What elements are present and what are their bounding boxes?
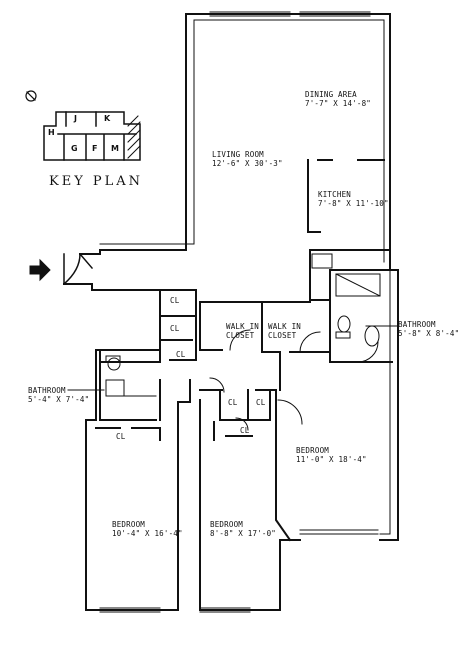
middle-walls [189, 351, 292, 542]
kitchen-walls [307, 159, 385, 233]
room-name: BEDROOM [296, 446, 330, 455]
room-dims: 5'-4" X 7'-4" [28, 395, 90, 404]
key-plan [43, 111, 141, 161]
entry-door [62, 252, 94, 286]
closet-label: CL [170, 296, 180, 305]
closet-label: CL [170, 324, 180, 333]
left-closet-walls [99, 289, 197, 363]
key-plan-hatch [127, 115, 141, 159]
entry-arrow-icon [29, 258, 51, 282]
room-dining-area: DINING AREA 7'-7" X 14'-8" [305, 90, 371, 108]
key-unit-k: K [104, 114, 111, 123]
room-dims: 7'-8" X 11'-10" [318, 199, 389, 208]
room-name: BEDROOM [210, 520, 244, 529]
room-name: WALK IN [268, 322, 302, 331]
compass-icon [25, 90, 37, 102]
closet-label: CL [228, 398, 238, 407]
bath-closet-walls [199, 249, 393, 363]
room-name: DINING AREA [305, 90, 357, 99]
room-dims: 5'-8" X 8'-4" [398, 329, 460, 338]
room-dims: 7'-7" X 14'-8" [305, 99, 372, 108]
room-bedroom-middle: BEDROOM 8'-8" X 17'-0" [210, 520, 276, 538]
key-plan-title: KEY PLAN [49, 174, 144, 189]
door-swings [209, 329, 379, 431]
left-bath-walls [95, 349, 161, 441]
key-unit-j: J [74, 114, 77, 123]
room-bedroom-left: BEDROOM 10'-4" X 16'-4" [112, 520, 183, 538]
room-name: BATHROOM [398, 320, 436, 329]
closet-label: CL [116, 432, 126, 441]
interior-wall-lines [99, 19, 391, 535]
closet-label: CL [256, 398, 266, 407]
room-name-2: CLOSET [226, 331, 255, 340]
room-name: BEDROOM [112, 520, 146, 529]
room-dims: 11'-0" X 18'-4" [296, 455, 367, 464]
room-dims: 8'-8" X 17'-0" [210, 529, 277, 538]
room-bathroom-left: BATHROOM 5'-4" X 7'-4" [28, 386, 89, 404]
key-unit-g: G [71, 144, 78, 153]
room-walk-in-closet-2: WALK IN CLOSET [268, 322, 301, 340]
room-name: LIVING ROOM [212, 150, 264, 159]
room-name: KITCHEN [318, 190, 352, 199]
closet-label: CL [176, 350, 186, 359]
key-unit-h: H [48, 128, 55, 137]
room-name: WALK IN [226, 322, 260, 331]
room-dims: 12'-6" X 30'-3" [212, 159, 283, 168]
windows [99, 11, 379, 613]
room-name-2: CLOSET [268, 331, 297, 340]
closet-label: CL [240, 426, 250, 435]
key-unit-f: F [92, 144, 98, 153]
room-name: BATHROOM [28, 386, 66, 395]
room-dims: 10'-4" X 16'-4" [112, 529, 183, 538]
exterior-walls [63, 13, 399, 611]
room-bedroom-right: BEDROOM 11'-0" X 18'-4" [296, 446, 367, 464]
key-unit-m: M [111, 144, 119, 153]
room-walk-in-closet-1: WALK IN CLOSET [226, 322, 259, 340]
room-living-room: LIVING ROOM 12'-6" X 30'-3" [212, 150, 283, 168]
room-kitchen: KITCHEN 7'-8" X 11'-10" [318, 190, 389, 208]
room-bathroom-right: BATHROOM 5'-8" X 8'-4" [398, 320, 459, 338]
fixtures [105, 253, 381, 397]
leader-lines [67, 325, 399, 391]
